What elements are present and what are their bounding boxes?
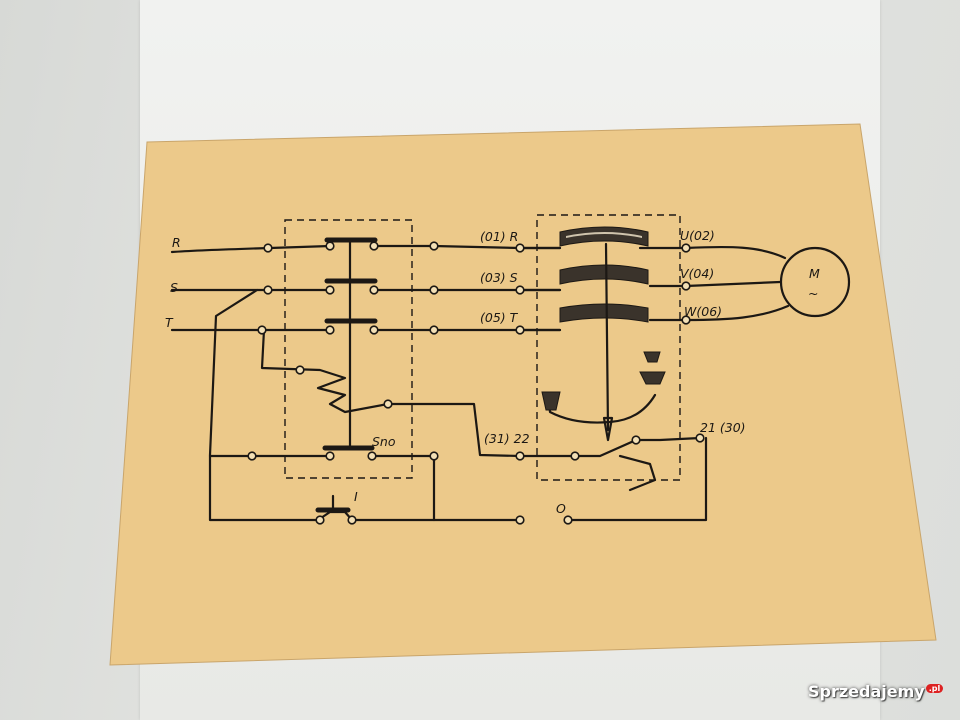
aux-contact-right-label: 21 (30) xyxy=(700,420,746,435)
motor-label: M xyxy=(809,266,820,281)
terminals xyxy=(247,241,705,525)
watermark-logo: Sprzedajemy.pl xyxy=(808,682,944,701)
contactor-terminal-03: (03) S xyxy=(480,270,518,285)
line-label-s: S xyxy=(170,280,178,295)
motor-terminal-u: U(02) xyxy=(680,228,715,243)
motor-symbol: ~ xyxy=(808,286,818,301)
contactor-terminal-05: (05) T xyxy=(480,310,519,325)
aux-contact-left-label: (31) 22 xyxy=(484,431,530,446)
start-button-label: I xyxy=(354,489,358,504)
switch-label: Sno xyxy=(372,434,396,449)
watermark-text: Sprzedajemy xyxy=(808,682,925,701)
contactor-terminal-01: (01) R xyxy=(480,229,518,244)
motor-terminal-w: W(06) xyxy=(684,304,722,319)
stop-button-label: O xyxy=(556,501,566,516)
motor-circle xyxy=(779,246,851,318)
motor-terminal-v: V(04) xyxy=(680,266,714,281)
switch-contacts xyxy=(260,237,522,458)
watermark-suffix: .pl xyxy=(925,683,944,693)
switch-enclosure xyxy=(284,219,413,479)
paper-card xyxy=(109,123,937,666)
contactor-coils xyxy=(518,226,666,442)
line-label-r: R xyxy=(172,235,181,250)
line-label-t: T xyxy=(165,315,174,330)
